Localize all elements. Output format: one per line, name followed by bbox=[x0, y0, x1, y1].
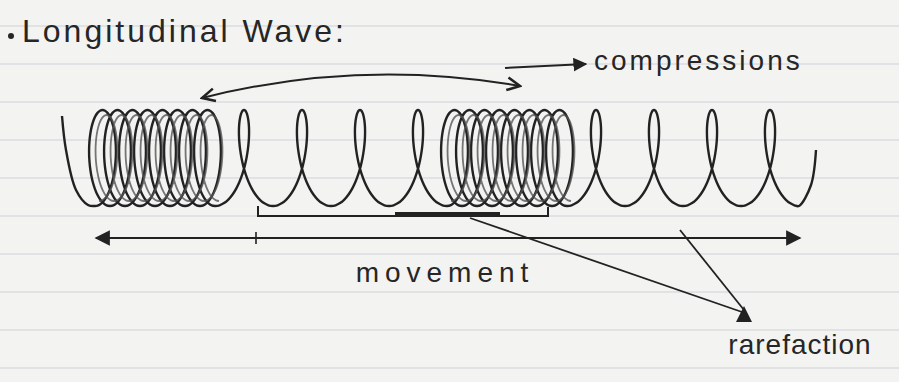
compression-leader bbox=[505, 64, 586, 68]
coil-spring bbox=[62, 110, 816, 206]
rarefaction-label: rarefaction bbox=[728, 330, 871, 361]
ruled-lines bbox=[0, 26, 899, 368]
compression-scribble bbox=[96, 115, 223, 201]
rarefaction-leader bbox=[680, 230, 744, 310]
compressions-label: compressions bbox=[594, 46, 803, 77]
movement-label: movement bbox=[356, 258, 535, 289]
movement-arrow bbox=[96, 237, 800, 239]
rarefaction-arrowhead bbox=[736, 306, 752, 322]
compression-scribble bbox=[448, 115, 575, 201]
bullet-dot bbox=[8, 33, 14, 39]
compression-pointer bbox=[202, 74, 520, 98]
title: Longitudinal Wave: bbox=[22, 14, 347, 49]
spring-coil bbox=[62, 110, 816, 206]
bracket-mark bbox=[395, 212, 500, 216]
rarefaction-bracket bbox=[258, 206, 548, 216]
tick-mark bbox=[255, 232, 257, 244]
